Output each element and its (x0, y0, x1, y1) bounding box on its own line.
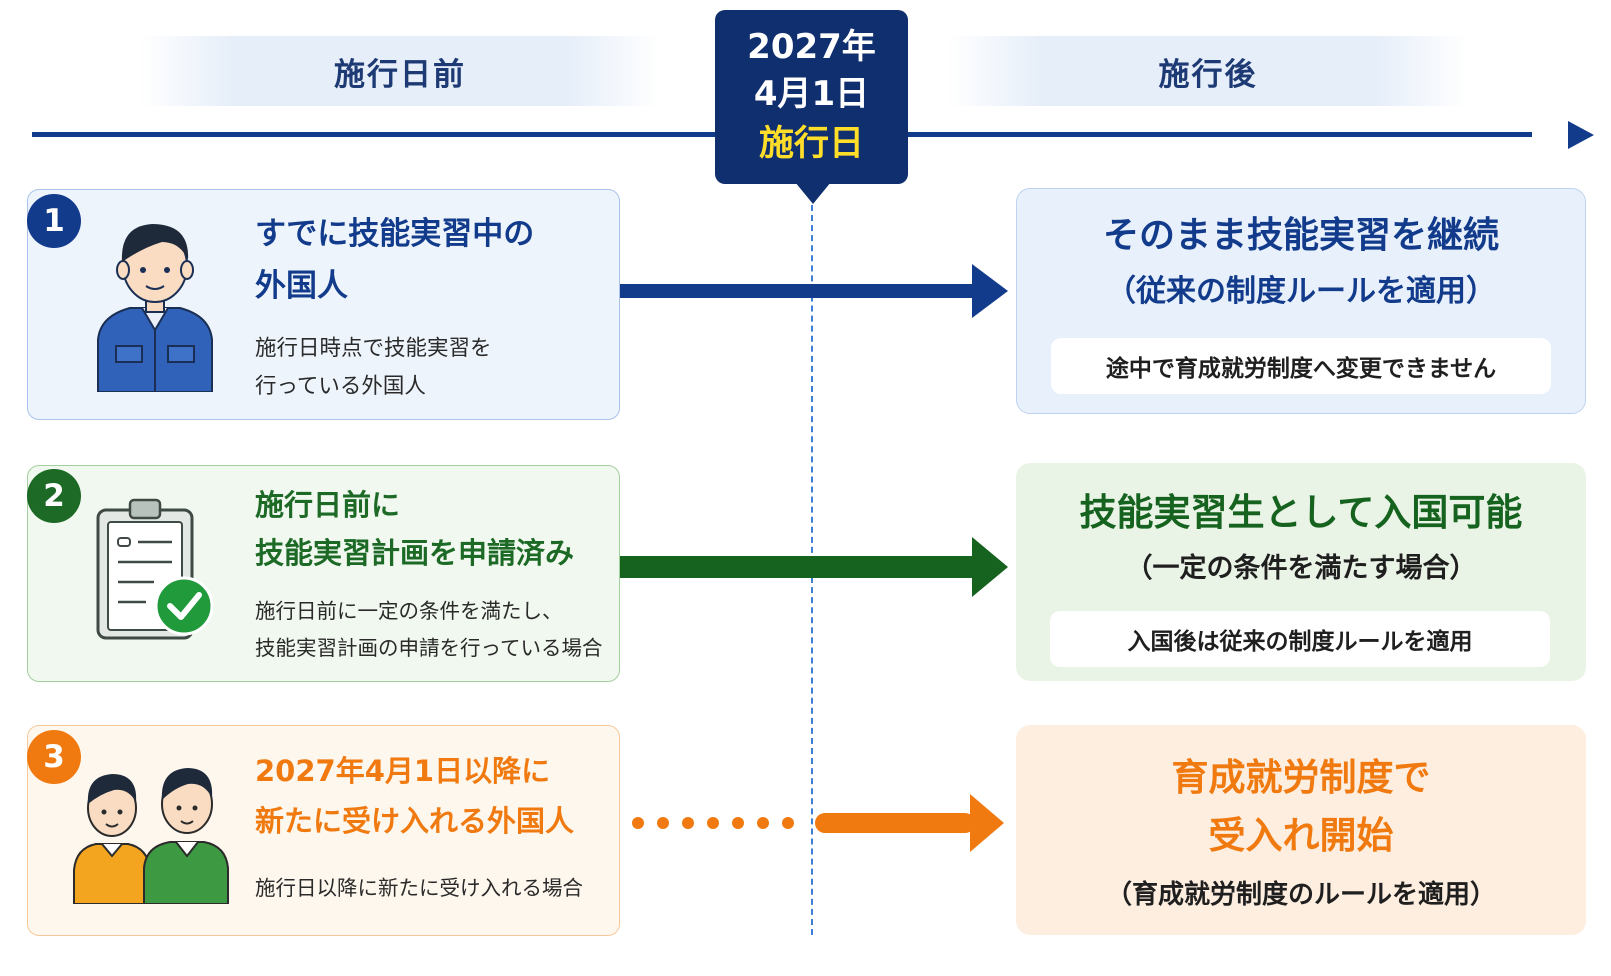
case-3-desc-line1: 施行日以降に新たに受け入れる場合 (255, 876, 583, 900)
case-2-desc-line1: 施行日前に一定の条件を満たし、 (255, 599, 563, 623)
case-1-title-line1: すでに技能実習中の (255, 216, 535, 252)
case-3-title-line2: 新たに受け入れる外国人 (255, 804, 575, 838)
case-2-number-badge: 2 (27, 469, 81, 523)
case-1-title-line2: 外国人 (255, 268, 348, 304)
timeline-arrow-icon (1568, 121, 1594, 149)
date-year: 2027年 (747, 27, 876, 67)
case-3-title-line1: 2027年4月1日以降に (255, 754, 551, 788)
worker-icon (90, 212, 220, 393)
case-2-result-title: 技能実習生として入国可能 (1079, 491, 1523, 534)
case-2-title-line1: 施行日前に (255, 488, 401, 522)
case-3-result-sub: （育成就労制度のルールを適用） (1105, 880, 1496, 910)
case-1-result-sub: （従来の制度ルールを適用） (1106, 274, 1496, 309)
case-1-number-badge: 1 (27, 194, 81, 248)
after-enforcement-label: 施行後 (948, 36, 1468, 106)
case-3-result-title-line1: 育成就労制度で (1171, 756, 1431, 799)
case-3-result-title-line2: 受入れ開始 (1208, 814, 1394, 857)
case-2-arrow-icon (620, 537, 1008, 597)
case-1-desc-line2: 行っている外国人 (255, 374, 426, 399)
case-3-arrow-icon (632, 794, 1004, 852)
case-1-result-card: そのまま技能実習を継続 （従来の制度ルールを適用） 途中で育成就労制度へ変更でき… (1016, 188, 1586, 414)
before-enforcement-label: 施行日前 (140, 36, 660, 106)
case-2-title-line2: 技能実習計画を申請済み (255, 536, 575, 570)
case-3-number-badge: 3 (27, 730, 81, 784)
checklist-icon (94, 494, 218, 644)
two-workers-icon (70, 752, 230, 905)
date-day: 4月1日 (753, 74, 870, 114)
date-pointer-icon (795, 182, 831, 204)
case-1-arrow-icon (620, 264, 1008, 318)
case-3-result-card: 育成就労制度で 受入れ開始 （育成就労制度のルールを適用） (1016, 725, 1586, 935)
case-2-desc-line2: 技能実習計画の申請を行っている場合 (255, 636, 603, 660)
case-2-result-sub: （一定の条件を満たす場合） (1125, 553, 1477, 584)
date-event: 施行日 (758, 124, 864, 164)
case-1-result-note: 途中で育成就労制度へ変更できません (1051, 338, 1551, 394)
case-2-result-note: 入国後は従来の制度ルールを適用 (1050, 611, 1550, 667)
case-2-result-card: 技能実習生として入国可能 （一定の条件を満たす場合） 入国後は従来の制度ルールを… (1016, 463, 1586, 681)
case-1-result-title: そのまま技能実習を継続 (1102, 215, 1499, 256)
enforcement-date-box: 2027年 4月1日 施行日 (715, 10, 908, 184)
case-1-desc-line1: 施行日時点で技能実習を (255, 336, 492, 361)
